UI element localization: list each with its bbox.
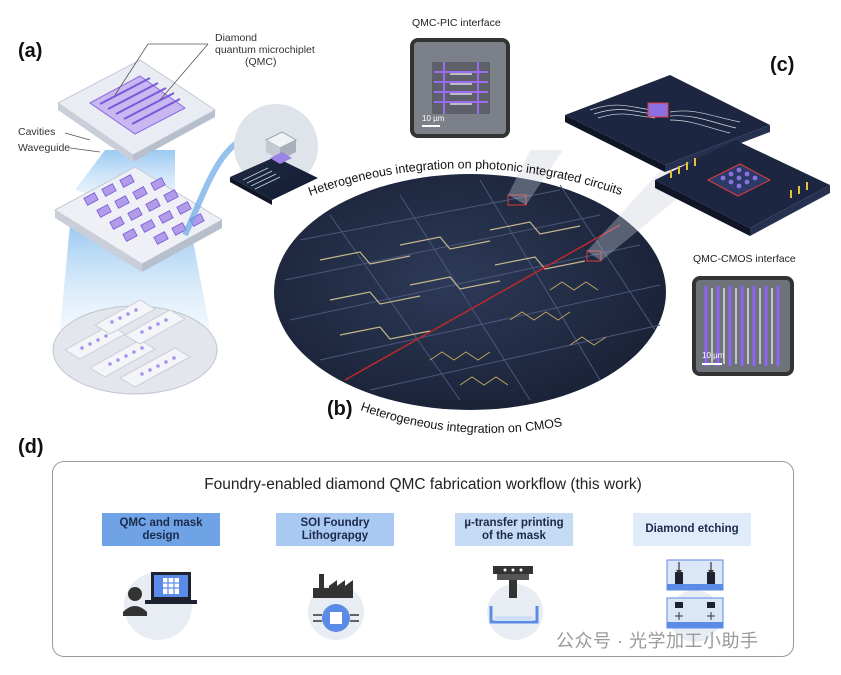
bulk-wafer bbox=[52, 299, 218, 395]
step-1-line1: QMC and mask bbox=[119, 516, 203, 529]
label-waveguide: Waveguide bbox=[18, 142, 71, 154]
wafer-arc-labels: Heterogeneous integration on photonic in… bbox=[306, 157, 624, 436]
factory-chip-icon bbox=[308, 574, 364, 640]
panel-a-illustration bbox=[52, 43, 318, 395]
label-qmc-line3: (QMC) bbox=[245, 56, 277, 68]
workflow-panel: Foundry-enabled diamond QMC fabrication … bbox=[52, 461, 794, 657]
cmos-interface-title: QMC-CMOS interface bbox=[693, 253, 796, 265]
designer-laptop-icon bbox=[123, 572, 197, 640]
label-qmc: Diamond quantum microchiplet (QMC) bbox=[215, 32, 315, 68]
qmc-array-plate bbox=[54, 166, 223, 272]
pic-chip bbox=[565, 75, 770, 172]
qmc-chiplet-plate bbox=[57, 59, 216, 162]
step-4-line1: Diamond etching bbox=[645, 523, 739, 535]
transfer-stamp-icon bbox=[487, 566, 543, 640]
panel-label-b: (b) bbox=[327, 398, 353, 420]
watermark: 公众号 · 光学加工小助手 bbox=[556, 631, 759, 651]
step-1-line2: design bbox=[142, 529, 180, 542]
cmos-interface-micrograph: 10 µm bbox=[692, 276, 794, 376]
panel-label-c: (c) bbox=[770, 54, 795, 76]
pic-micrograph-image bbox=[414, 42, 506, 134]
step-2-line2: Lithograpgy bbox=[301, 529, 369, 542]
label-qmc-line1: Diamond bbox=[215, 32, 258, 44]
cmos-chip bbox=[655, 140, 830, 236]
pic-interface-micrograph: 10 µm bbox=[410, 38, 510, 138]
panel-label-d: (d) bbox=[18, 436, 44, 458]
workflow-title: Foundry-enabled diamond QMC fabrication … bbox=[204, 476, 642, 493]
label-qmc-line2: quantum microchiplet bbox=[215, 44, 315, 56]
placement-inset bbox=[230, 104, 318, 205]
arc-label-cmos: Heterogeneous integration on CMOS bbox=[359, 400, 563, 436]
step-2-line1: SOI Foundry bbox=[300, 516, 370, 529]
pic-interface-title: QMC-PIC interface bbox=[412, 17, 501, 29]
label-cavities: Cavities bbox=[18, 126, 56, 138]
step-3-line1: µ-transfer printing bbox=[464, 516, 564, 529]
cmos-scale-label: 10 µm bbox=[702, 351, 725, 360]
tilted-chips bbox=[565, 75, 830, 236]
panel-label-a: (a) bbox=[18, 40, 43, 62]
step-diamond-etching: Diamond etching bbox=[633, 513, 751, 546]
etching-chamber-icon bbox=[666, 559, 724, 642]
step-3-line2: of the mask bbox=[482, 529, 546, 542]
cmos-micrograph-image bbox=[696, 280, 790, 372]
pic-scale-label: 10 µm bbox=[422, 114, 445, 123]
